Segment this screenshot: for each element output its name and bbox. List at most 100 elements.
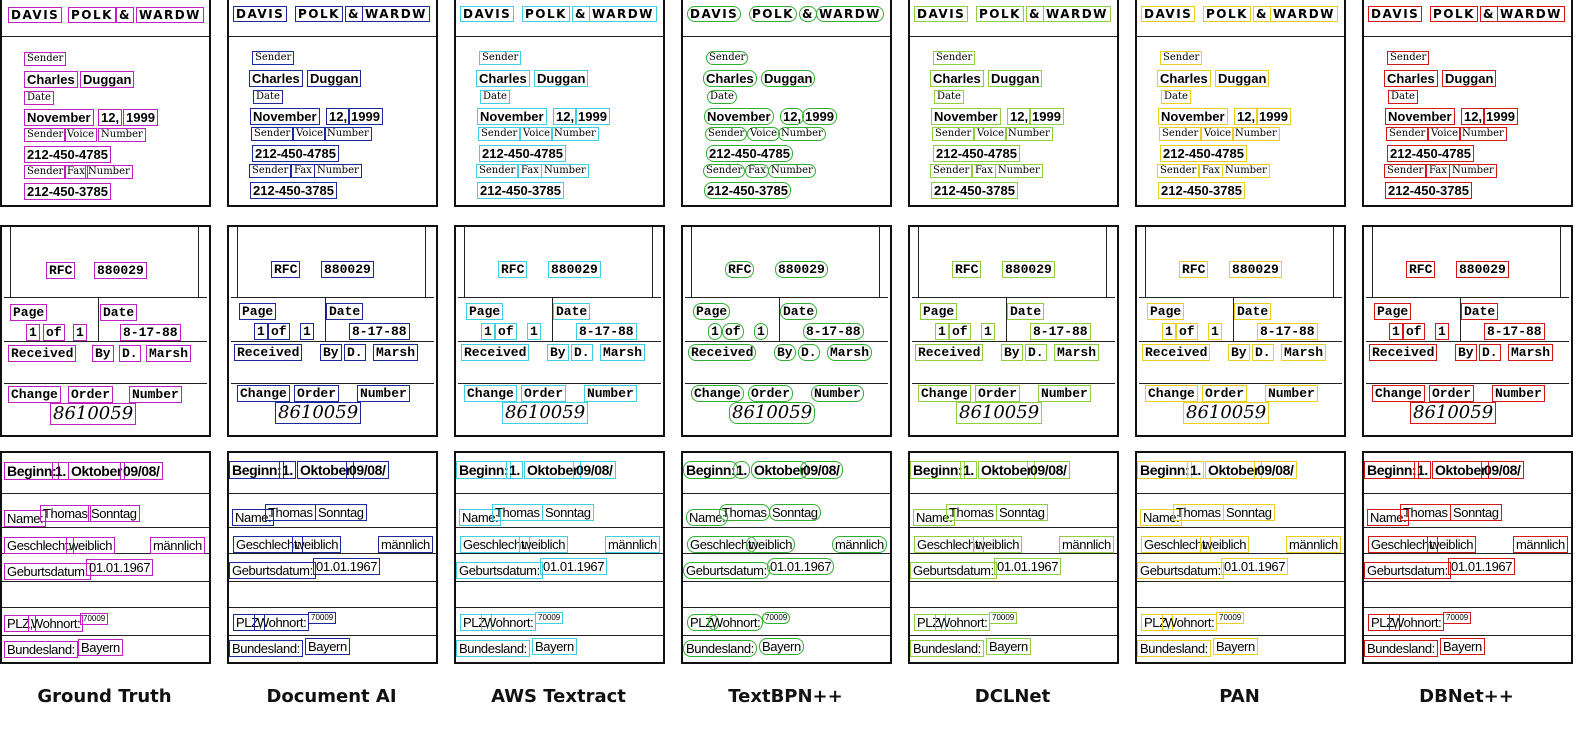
form-rule-line (1372, 227, 1373, 297)
detected-word-box: Marsh (1508, 344, 1554, 361)
form-rule-line (1137, 635, 1344, 636)
detected-word-box: 1. (733, 461, 750, 479)
detected-word-box: Wohnort: (935, 614, 991, 631)
detected-word-box: RFC (498, 261, 528, 278)
form-rule-line (910, 493, 1117, 494)
detected-word-box: D. (344, 344, 366, 361)
detected-word-box: 212-450-3785 (1385, 182, 1472, 199)
form-rule-line (910, 527, 1117, 528)
detected-word-box: November (1385, 108, 1455, 125)
detected-word-box: Name: (1140, 509, 1183, 526)
detected-word-box: 1 (1435, 323, 1449, 340)
detected-word-box: November (477, 108, 547, 125)
detected-word-box: Change (464, 385, 517, 402)
detected-word-box: Sonntag (1223, 504, 1275, 521)
detected-word-box: November (1158, 108, 1228, 125)
detected-word-box: 8-17-88 (803, 323, 864, 340)
detected-word-box: 09/08/ (573, 461, 616, 479)
detected-word-box: 212-450-3785 (477, 182, 564, 199)
detected-word-box: D. (798, 344, 820, 361)
detected-word-box: Number (811, 385, 864, 402)
detected-word-box: 1999 (348, 108, 383, 125)
detected-word-box: WARDW (362, 6, 430, 22)
detected-word-box: 212-450-4785 (706, 145, 793, 162)
form-rule-line (1364, 581, 1571, 582)
detected-word-box: 1999 (1483, 108, 1518, 125)
detected-word-box: DAVIS (233, 6, 288, 22)
form-rule-line (1006, 297, 1007, 341)
form-rule-line (456, 493, 663, 494)
detected-word-box: 212-450-3785 (704, 182, 791, 199)
detected-word-box: Number (1459, 127, 1507, 141)
form-rule-line (683, 36, 890, 37)
detected-word-box: Date (1007, 303, 1045, 320)
detected-word-box: Page (693, 303, 731, 320)
detected-word-box: Charles (930, 70, 984, 87)
detected-word-box: Voice (64, 128, 98, 142)
detected-word-box: Sender (706, 51, 749, 65)
form-rule-line (231, 383, 434, 384)
form-rule-line (1364, 36, 1571, 37)
detected-word-box: 8610059 (502, 402, 589, 424)
detected-word-box: 01.01.1967 (540, 558, 608, 575)
detected-word-box: 1 (527, 323, 541, 340)
detected-word-box: Sender (478, 127, 521, 141)
detected-word-box: Sonntag (542, 504, 594, 521)
detected-word-box: Sender (932, 127, 975, 141)
detected-word-box: By (1455, 344, 1477, 361)
form-rule-line (231, 297, 434, 298)
detected-word-box: Geschlecht: (1368, 536, 1439, 553)
detected-word-box: 70009 (1216, 612, 1245, 624)
detected-word-box: 1. (52, 462, 69, 480)
detected-word-box: 01.01.1967 (1448, 558, 1516, 575)
detected-word-box: Duggan (1442, 70, 1497, 87)
detected-word-box: & (1026, 6, 1044, 22)
form-rule-line (229, 607, 436, 608)
detected-word-box: Sender (703, 164, 746, 178)
detected-word-box: Received (915, 344, 984, 361)
form-rule-line (1366, 383, 1569, 384)
detected-word-box: Number (1265, 385, 1318, 402)
form-rule-line (456, 36, 663, 37)
detected-word-box: Number (1449, 164, 1497, 178)
detected-word-box: Marsh (827, 344, 873, 361)
method-caption: DBNet++ (1419, 686, 1514, 707)
detected-word-box: 70009 (80, 613, 109, 625)
detected-word-box: Marsh (1054, 344, 1100, 361)
detected-word-box: Number (1038, 385, 1091, 402)
detected-word-box: 1. (279, 461, 296, 479)
method-caption: Ground Truth (37, 686, 172, 707)
form-rule-line (912, 383, 1115, 384)
detected-word-box: Bundesland: (229, 640, 303, 657)
detected-word-box: 12, (326, 108, 351, 125)
form-rule-line (1333, 227, 1334, 297)
detected-word-box: männlich (1513, 536, 1568, 553)
detected-word-box: 12, (98, 109, 123, 126)
detected-word-box: 880029 (1456, 261, 1509, 278)
detected-word-box: WARDW (136, 7, 204, 23)
detected-word-box: Wohnort: (481, 614, 537, 631)
detected-word-box: Number (1222, 164, 1270, 178)
detected-word-box: Sender (705, 127, 748, 141)
detected-word-box: WARDW (1270, 6, 1338, 22)
form-rule-line (691, 227, 692, 297)
form-rule-line (683, 527, 890, 528)
form-rule-line (456, 581, 663, 582)
detected-word-box: D. (1479, 344, 1501, 361)
detected-word-box: Name: (4, 510, 47, 527)
form-rule-line (456, 553, 663, 554)
detected-word-box: Beginn: (456, 461, 512, 479)
detected-word-box: 8-17-88 (576, 323, 637, 340)
detected-word-box: & (572, 6, 590, 22)
detected-word-box: 1 (1208, 323, 1222, 340)
form-rule-line (1364, 493, 1571, 494)
detected-word-box: 212-450-3785 (1158, 182, 1245, 199)
detected-word-box: Page (239, 303, 277, 320)
detected-word-box: Received (8, 345, 77, 362)
detected-word-box: Received (461, 344, 530, 361)
form-rule-line (4, 341, 207, 342)
